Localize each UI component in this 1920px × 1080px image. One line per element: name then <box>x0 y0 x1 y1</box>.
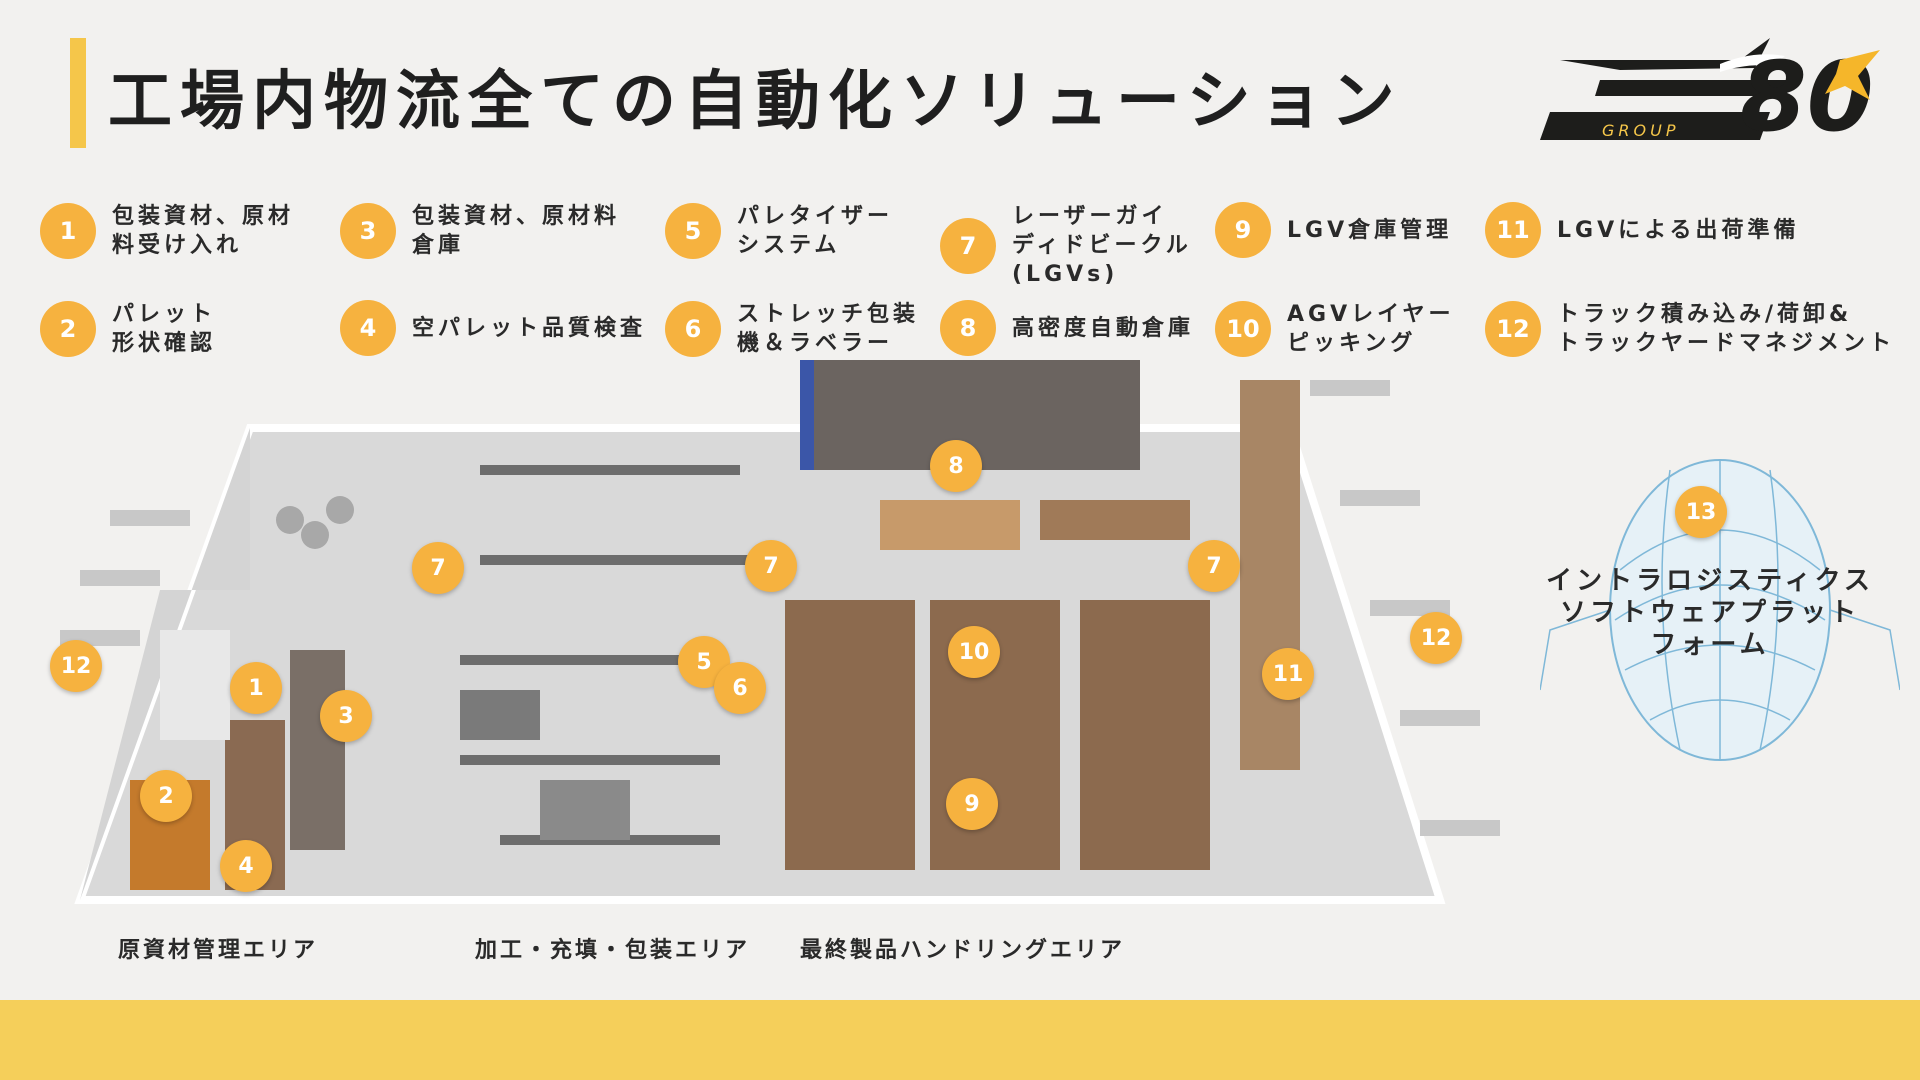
logo-group-text: GROUP <box>1602 121 1679 140</box>
legend-item-1: 1 包装資材、原材 料受け入れ <box>40 202 294 260</box>
legend-label: ストレッチ包装 機＆ラベラー <box>737 302 920 356</box>
legend-number: 7 <box>940 217 996 274</box>
legend-label: AGVレイヤー ピッキング <box>1287 302 1455 356</box>
legend-label: LGVによる出荷準備 <box>1557 217 1800 243</box>
legend-item-11: 11 LGVによる出荷準備 <box>1485 202 1799 258</box>
legend-number: 3 <box>340 203 396 259</box>
eagle-logo-icon: 80 GROUP <box>1540 38 1880 145</box>
legend-item-7: 7 レーザーガイ ディドビークル (LGVs) <box>940 202 1192 289</box>
legend-number: 4 <box>340 300 396 356</box>
legend-number: 8 <box>940 300 996 356</box>
area-label-raw-materials: 原資材管理エリア <box>118 938 319 963</box>
legend-number: 5 <box>665 203 721 259</box>
map-marker-9: 9 <box>946 778 998 830</box>
map-marker-13: 13 <box>1675 486 1727 538</box>
map-marker-7a: 7 <box>412 542 464 594</box>
map-marker-2: 2 <box>140 770 192 822</box>
map-marker-6: 6 <box>714 662 766 714</box>
map-marker-4: 4 <box>220 840 272 892</box>
legend-label: パレタイザー システム <box>737 204 894 258</box>
legend-label: LGV倉庫管理 <box>1287 217 1453 243</box>
legend-label: パレット 形状確認 <box>112 302 217 356</box>
map-marker-1: 1 <box>230 662 282 714</box>
legend-item-12: 12 トラック積み込み/荷卸& トラックヤードマネジメント <box>1485 300 1895 358</box>
map-marker-10: 10 <box>948 626 1000 678</box>
title-accent-bar <box>70 38 86 148</box>
legend-item-5: 5 パレタイザー システム <box>665 202 893 260</box>
map-marker-12a: 12 <box>50 640 102 692</box>
legend-label: トラック積み込み/荷卸& トラックヤードマネジメント <box>1557 302 1896 356</box>
legend-number: 9 <box>1215 202 1271 258</box>
legend-number: 2 <box>40 301 96 357</box>
software-platform-label: イントラロジスティクス ソフトウェアプラット フォーム <box>1546 566 1874 660</box>
legend-label: 包装資材、原材 料受け入れ <box>112 204 295 258</box>
legend-item-10: 10 AGVレイヤー ピッキング <box>1215 300 1454 358</box>
legend-number: 12 <box>1485 301 1541 357</box>
legend-number: 1 <box>40 203 96 259</box>
page-title: 工場内物流全ての自動化ソリューション <box>108 65 1403 139</box>
legend-label: 包装資材、原材料 倉庫 <box>412 204 621 258</box>
digital-head-illustration <box>1540 459 1900 761</box>
warehouse-floor-illustration <box>60 360 1500 904</box>
logo-number: 80 <box>1740 41 1874 145</box>
legend-label: 空パレット品質検査 <box>412 315 647 341</box>
legend-item-3: 3 包装資材、原材料 倉庫 <box>340 202 620 260</box>
footer-band <box>0 1000 1920 1080</box>
map-marker-12b: 12 <box>1410 612 1462 664</box>
map-marker-8: 8 <box>930 440 982 492</box>
legend-number: 6 <box>665 301 721 357</box>
legend-item-4: 4 空パレット品質検査 <box>340 300 646 356</box>
legend-label: レーザーガイ ディドビークル (LGVs) <box>1012 204 1192 287</box>
map-marker-11: 11 <box>1262 648 1314 700</box>
map-marker-5: 5 <box>678 636 730 688</box>
legend-item-8: 8 高密度自動倉庫 <box>940 300 1194 356</box>
legend-item-6: 6 ストレッチ包装 機＆ラベラー <box>665 300 919 358</box>
area-label-processing: 加工・充填・包装エリア <box>475 938 751 963</box>
legend-number: 11 <box>1485 202 1541 258</box>
legend-item-2: 2 パレット 形状確認 <box>40 300 216 358</box>
legend-label: 高密度自動倉庫 <box>1012 315 1195 341</box>
area-label-final-products: 最終製品ハンドリングエリア <box>800 938 1126 963</box>
map-marker-7b: 7 <box>745 540 797 592</box>
map-marker-3: 3 <box>320 690 372 742</box>
map-marker-7c: 7 <box>1188 540 1240 592</box>
legend-item-9: 9 LGV倉庫管理 <box>1215 202 1452 258</box>
legend-number: 10 <box>1215 301 1271 357</box>
